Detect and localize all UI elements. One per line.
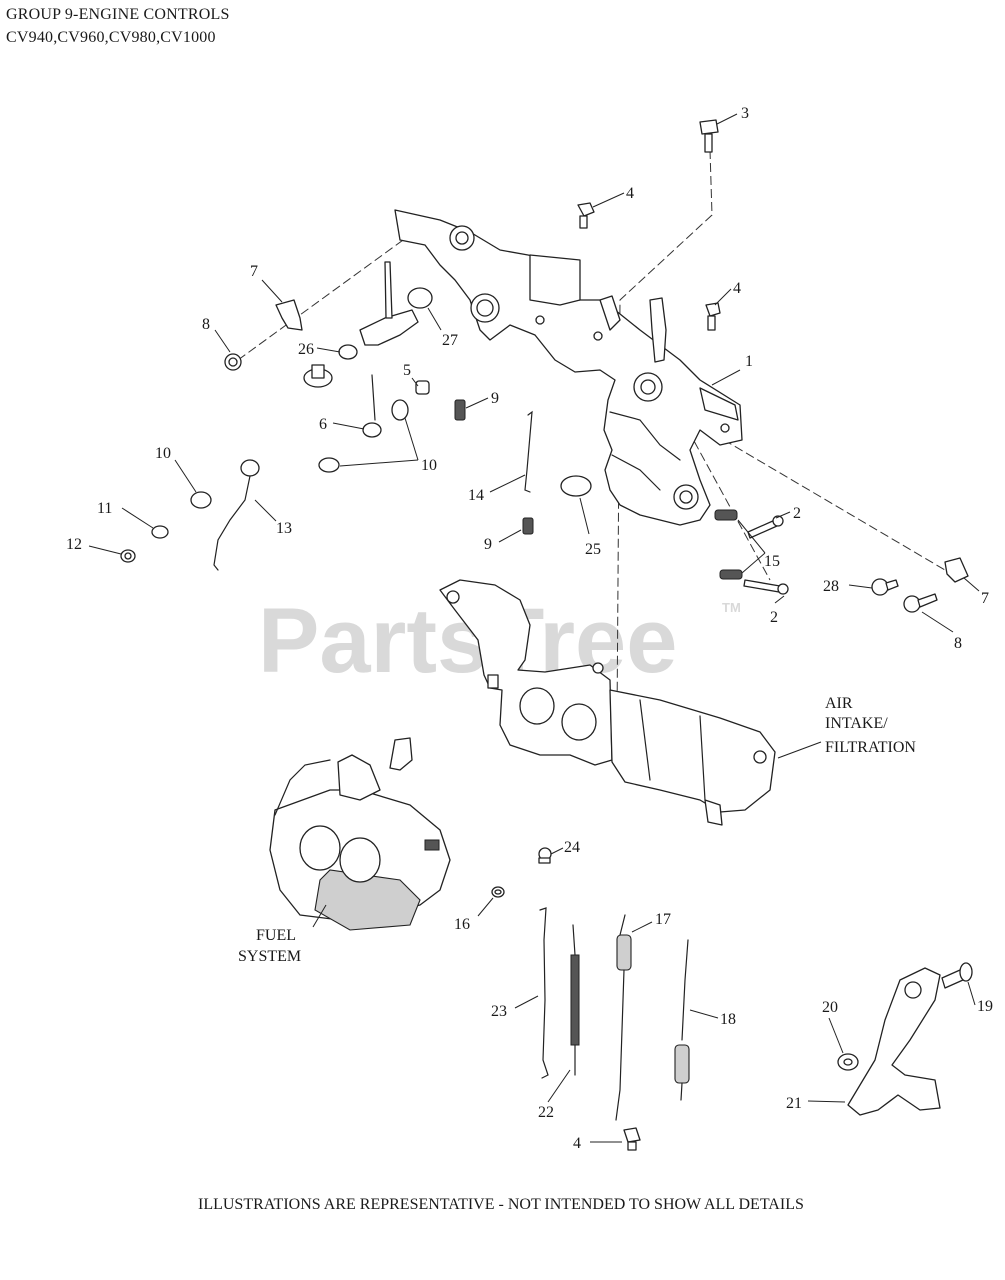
- callout-20: 20: [822, 999, 838, 1016]
- rod-part-23: [539, 907, 549, 1079]
- spring-part-18: [674, 939, 690, 1101]
- callout-24: 24: [564, 839, 580, 856]
- spring-part-9-lower: [522, 517, 534, 535]
- callout-11: 11: [97, 500, 112, 517]
- ref-air-line2: INTAKE/: [825, 715, 888, 732]
- washer-part-10-upper: [391, 399, 409, 421]
- rod-part-13: [213, 459, 260, 571]
- washer-part-10-middle: [318, 457, 340, 473]
- washer-part-26: [338, 344, 358, 360]
- callout-21: 21: [786, 1095, 802, 1112]
- callout-25: 25: [585, 541, 601, 558]
- carburetor-assembly: [269, 737, 451, 931]
- callout-23: 23: [491, 1003, 507, 1020]
- callout-7-right: 7: [981, 590, 989, 607]
- watermark-tm: TM: [722, 600, 741, 615]
- callout-4-lower: 4: [573, 1135, 581, 1152]
- bushing-part-5: [415, 380, 430, 395]
- callout-4-upper: 4: [626, 185, 634, 202]
- assembly-line-bolt2: [687, 429, 771, 581]
- pin-part-19: [941, 962, 973, 989]
- nut-part-20: [837, 1053, 859, 1071]
- callout-28: 28: [823, 578, 839, 595]
- leader-lines: [88, 113, 980, 1143]
- callout-9-lower: 9: [484, 536, 492, 553]
- callout-3: 3: [741, 105, 749, 122]
- ref-air-line1: AIR: [825, 695, 853, 712]
- washer-part-10-left: [190, 491, 212, 509]
- throttle-lever-assembly: [303, 261, 433, 388]
- washer-part-27: [407, 287, 433, 309]
- clip-part-4-lower: [623, 1127, 641, 1151]
- bolt-part-8-right: [903, 593, 938, 613]
- callout-18: 18: [720, 1011, 736, 1028]
- clip-part-4-upper: [577, 202, 595, 229]
- link-part-6: [362, 374, 382, 438]
- callout-2-lower: 2: [770, 609, 778, 626]
- spring-part-15-upper: [714, 509, 738, 521]
- clip-part-4-middle: [705, 302, 721, 331]
- callout-15: 15: [764, 553, 780, 570]
- callout-2-upper: 2: [793, 505, 801, 522]
- air-intake-manifold: [439, 579, 776, 826]
- ref-fuel-line2: SYSTEM: [238, 948, 301, 965]
- callout-8-left: 8: [202, 316, 210, 333]
- ref-air-line3: FILTRATION: [825, 739, 916, 756]
- callout-5: 5: [403, 362, 411, 379]
- callout-10-middle: 10: [421, 457, 437, 474]
- bolt-part-3: [699, 119, 719, 153]
- bracket-part-21: [847, 967, 941, 1116]
- bolt-part-8-left: [224, 353, 242, 371]
- ref-fuel-line1: FUEL: [256, 927, 296, 944]
- callout-22: 22: [538, 1104, 554, 1121]
- callout-17: 17: [655, 911, 671, 928]
- callout-8-right: 8: [954, 635, 962, 652]
- bolt-part-2-lower: [743, 579, 789, 595]
- rod-part-14: [524, 410, 533, 493]
- callout-6: 6: [319, 416, 327, 433]
- callout-13: 13: [276, 520, 292, 537]
- disclaimer-footer: ILLUSTRATIONS ARE REPRESENTATIVE - NOT I…: [198, 1196, 804, 1213]
- nut-part-12: [120, 549, 136, 563]
- callout-27: 27: [442, 332, 458, 349]
- callout-14: 14: [468, 487, 484, 504]
- callout-26: 26: [298, 341, 314, 358]
- callout-12: 12: [66, 536, 82, 553]
- assembly-line-bracket7: [689, 419, 946, 571]
- callout-10-left: 10: [155, 445, 171, 462]
- diagram-title: GROUP 9-ENGINE CONTROLS: [6, 6, 230, 23]
- spring-part-22: [570, 924, 580, 1076]
- washer-part-25: [560, 475, 592, 497]
- callout-4-middle: 4: [733, 280, 741, 297]
- bracket-part-7-right: [944, 557, 969, 583]
- callout-1: 1: [745, 353, 753, 370]
- control-bracket-part-1: [394, 209, 743, 526]
- bracket-part-7-left: [275, 299, 303, 331]
- model-numbers: CV940,CV960,CV980,CV1000: [6, 29, 216, 46]
- washer-part-11: [151, 525, 169, 539]
- callout-16: 16: [454, 916, 470, 933]
- bolt-part-2-upper: [747, 515, 784, 539]
- assembly-line-bolt8: [237, 234, 411, 361]
- spring-part-15-lower: [719, 569, 743, 580]
- spring-part-17: [615, 914, 632, 1121]
- nut-part-16: [491, 886, 505, 898]
- callout-9-upper: 9: [491, 390, 499, 407]
- spring-part-9-upper: [454, 399, 466, 421]
- callout-7-left: 7: [250, 263, 258, 280]
- assembly-line-bolt3: [616, 149, 713, 721]
- bolt-part-28: [871, 578, 899, 596]
- callout-19: 19: [977, 998, 993, 1015]
- screw-part-24: [538, 847, 552, 864]
